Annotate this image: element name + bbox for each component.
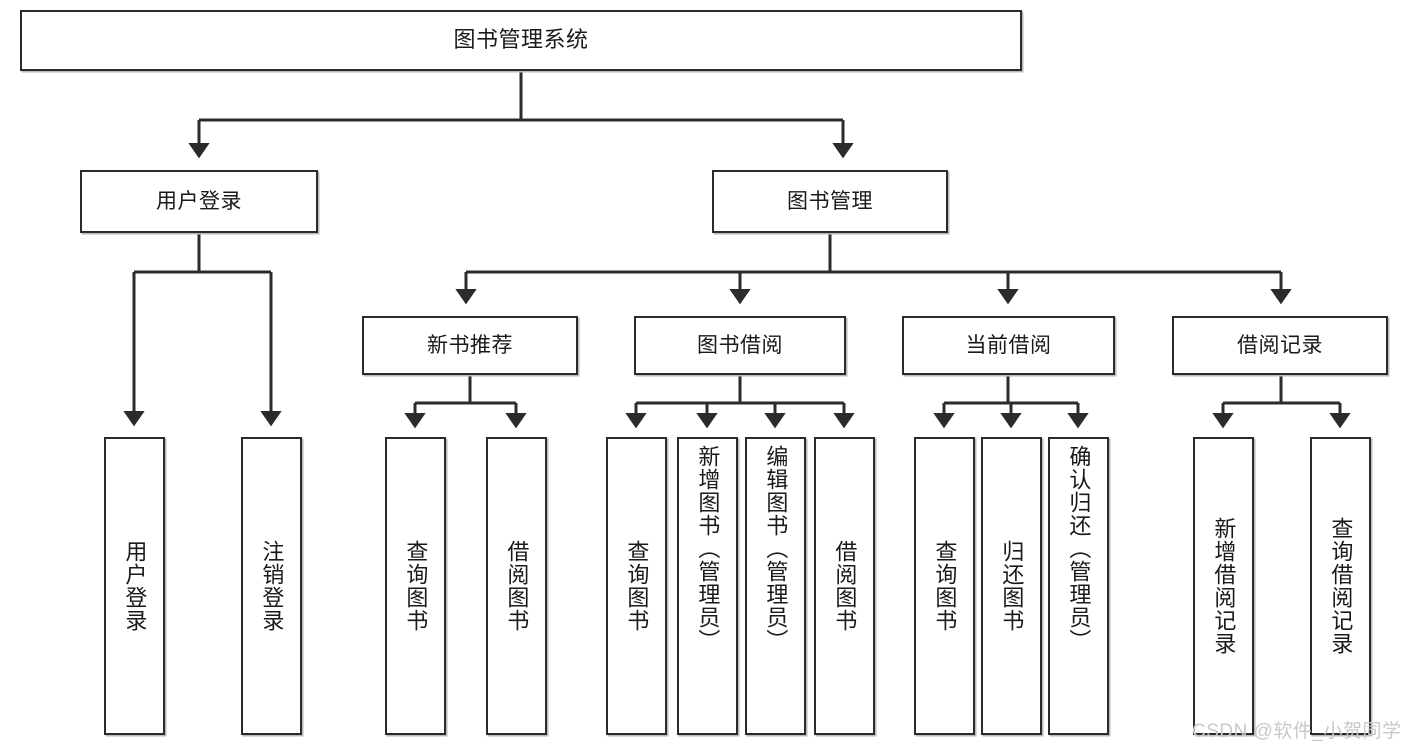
leaf-edit-book[interactable]: 编辑图书（管理员） bbox=[745, 437, 806, 735]
leaf-query-book-2[interactable]: 查询图书 bbox=[606, 437, 667, 735]
leaf-add-book[interactable]: 新增图书（管理员） bbox=[677, 437, 738, 735]
leaf-confirm-return[interactable]: 确认归还（管理员） bbox=[1048, 437, 1109, 735]
leaf-borrow-book-2[interactable]: 借阅图书 bbox=[814, 437, 875, 735]
node-root-label: 图书管理系统 bbox=[453, 27, 589, 53]
node-current-borrow-label: 当前借阅 bbox=[965, 333, 1052, 357]
leaf-query-record[interactable]: 查询借阅记录 bbox=[1310, 437, 1371, 735]
node-book-borrow-label: 图书借阅 bbox=[697, 333, 783, 357]
leaf-borrow-book-1-label: 借阅图书 bbox=[504, 540, 530, 632]
csdn-watermark: CSDN @软件_小贺同学 bbox=[1192, 721, 1402, 742]
node-book-management-label: 图书管理 bbox=[787, 189, 873, 213]
node-book-management[interactable]: 图书管理 bbox=[712, 170, 948, 233]
leaf-query-book-2-label: 查询图书 bbox=[624, 540, 650, 632]
leaf-query-record-label: 查询借阅记录 bbox=[1328, 517, 1354, 655]
leaf-borrow-book-1[interactable]: 借阅图书 bbox=[486, 437, 547, 735]
leaf-return-book-label: 归还图书 bbox=[999, 540, 1025, 632]
leaf-logout-login-label: 注销登录 bbox=[259, 540, 285, 632]
leaf-add-record-label: 新增借阅记录 bbox=[1211, 517, 1237, 655]
leaf-add-record[interactable]: 新增借阅记录 bbox=[1193, 437, 1254, 735]
leaf-user-login[interactable]: 用户登录 bbox=[104, 437, 165, 735]
leaf-query-book-1-label: 查询图书 bbox=[403, 540, 429, 632]
leaf-edit-book-label: 编辑图书（管理员） bbox=[763, 445, 789, 652]
leaf-borrow-book-2-label: 借阅图书 bbox=[832, 540, 858, 632]
node-user-login[interactable]: 用户登录 bbox=[80, 170, 318, 233]
leaf-add-book-label: 新增图书（管理员） bbox=[695, 445, 721, 652]
leaf-confirm-return-label: 确认归还（管理员） bbox=[1066, 445, 1092, 652]
node-root[interactable]: 图书管理系统 bbox=[20, 10, 1022, 71]
leaf-query-book-3-label: 查询图书 bbox=[932, 540, 958, 632]
leaf-return-book[interactable]: 归还图书 bbox=[981, 437, 1042, 735]
node-borrow-record[interactable]: 借阅记录 bbox=[1172, 316, 1388, 375]
node-borrow-record-label: 借阅记录 bbox=[1237, 333, 1323, 357]
node-user-login-label: 用户登录 bbox=[156, 189, 242, 213]
node-current-borrow[interactable]: 当前借阅 bbox=[902, 316, 1115, 375]
leaf-query-book-3[interactable]: 查询图书 bbox=[914, 437, 975, 735]
node-book-borrow[interactable]: 图书借阅 bbox=[634, 316, 846, 375]
leaf-logout-login[interactable]: 注销登录 bbox=[241, 437, 302, 735]
leaf-user-login-label: 用户登录 bbox=[122, 540, 148, 632]
node-new-book-recommend[interactable]: 新书推荐 bbox=[362, 316, 578, 375]
node-new-book-recommend-label: 新书推荐 bbox=[427, 333, 513, 357]
leaf-query-book-1[interactable]: 查询图书 bbox=[385, 437, 446, 735]
